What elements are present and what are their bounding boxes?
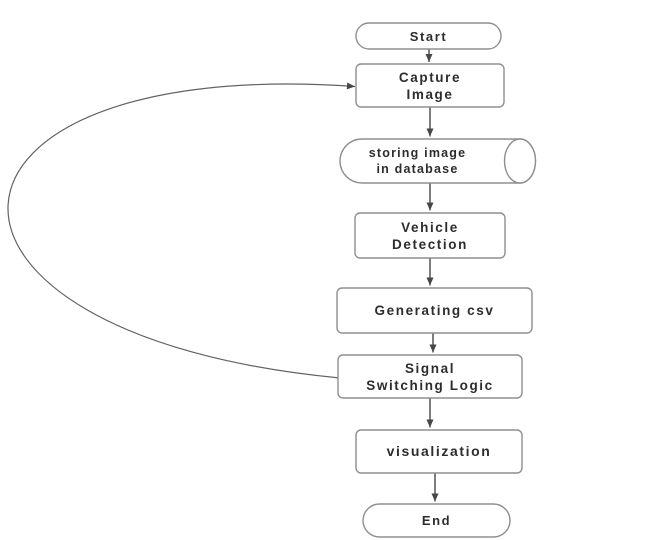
capture-image-process-shape bbox=[355, 63, 505, 108]
start-terminator-shape bbox=[355, 22, 502, 50]
edge-signal-to-capture-feedback-arrow bbox=[7, 82, 356, 379]
generating-csv-process-shape bbox=[336, 287, 533, 334]
database-cylinder-end-cap bbox=[503, 138, 537, 184]
vehicle-detection-process-shape bbox=[354, 212, 506, 259]
signal-switching-process-shape bbox=[337, 354, 523, 399]
end-terminator-shape bbox=[362, 503, 511, 538]
visualization-process-shape bbox=[355, 429, 523, 474]
